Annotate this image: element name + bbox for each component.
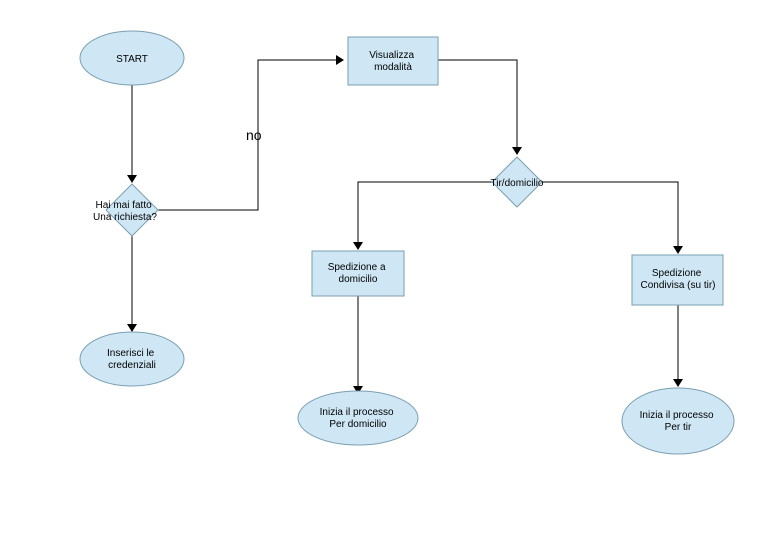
node-credentials-label: Inserisci le credenziali xyxy=(107,348,157,371)
edge-choice-to-home-shipping xyxy=(353,181,492,250)
node-process-home-label: Inizia il processo Per domicilio xyxy=(320,407,397,430)
node-shared-shipping-shape xyxy=(631,254,724,306)
node-credentials-line-2: credenziali xyxy=(108,360,156,371)
node-choice: Tir/domicilio xyxy=(491,156,544,208)
node-process-truck-shape xyxy=(621,387,735,455)
node-home-shipping-line-1: Spedizione a xyxy=(328,262,386,273)
node-question-line-2: Una richiesta? xyxy=(93,212,157,223)
edge-question-to-show-modes xyxy=(134,55,344,211)
node-process-home: Inizia il processo Per domicilio xyxy=(297,390,419,446)
node-shared-shipping: Spedizione Condivisa (su tir) xyxy=(631,254,724,306)
node-start-label: START xyxy=(116,54,148,65)
node-home-shipping-shape xyxy=(311,250,405,297)
node-shared-shipping-line-2: Condivisa (su tir) xyxy=(640,280,715,291)
node-show-modes: Visualizza modalità xyxy=(347,36,439,86)
node-question-shape xyxy=(105,183,159,237)
node-home-shipping-label: Spedizione a domicilio xyxy=(328,262,389,285)
node-show-modes-line-2: modalità xyxy=(374,62,412,73)
node-show-modes-label: Visualizza modalità xyxy=(369,50,417,73)
node-choice-label: Tir/domicilio xyxy=(491,178,544,189)
node-start-line-1: START xyxy=(116,54,148,65)
node-choice-shape xyxy=(491,156,543,208)
node-process-truck: Inizia il processo Per tir xyxy=(621,387,735,455)
node-process-truck-line-1: Inizia il processo xyxy=(640,410,714,421)
node-credentials-line-1: Inserisci le xyxy=(107,348,155,359)
node-start-shape xyxy=(79,30,185,86)
node-credentials: Inserisci le credenziali xyxy=(79,331,185,387)
node-shared-shipping-label: Spedizione Condivisa (su tir) xyxy=(640,268,715,291)
node-choice-line-1: Tir/domicilio xyxy=(491,178,544,189)
node-process-home-line-1: Inizia il processo xyxy=(320,407,394,418)
node-shared-shipping-line-1: Spedizione xyxy=(652,268,702,279)
node-process-truck-line-2: Per tir xyxy=(665,422,692,433)
edge-show-modes-to-choice xyxy=(412,59,522,155)
node-start: START xyxy=(79,30,185,86)
node-question-label: Hai mai fatto Una richiesta? xyxy=(93,200,157,223)
edge-choice-to-shared-shipping xyxy=(542,181,683,254)
node-home-shipping-line-2: domicilio xyxy=(339,274,378,285)
node-process-home-shape xyxy=(297,390,419,446)
node-home-shipping: Spedizione a domicilio xyxy=(311,250,405,297)
node-process-truck-label: Inizia il processo Per tir xyxy=(640,410,717,433)
edge-label-no: no xyxy=(246,127,262,143)
node-show-modes-line-1: Visualizza xyxy=(369,50,414,61)
node-credentials-shape xyxy=(79,331,185,387)
node-question: Hai mai fatto Una richiesta? xyxy=(93,183,159,237)
edges xyxy=(127,55,683,394)
node-question-line-1: Hai mai fatto xyxy=(96,200,153,211)
node-process-home-line-2: Per domicilio xyxy=(329,419,387,430)
node-show-modes-shape xyxy=(347,36,439,86)
